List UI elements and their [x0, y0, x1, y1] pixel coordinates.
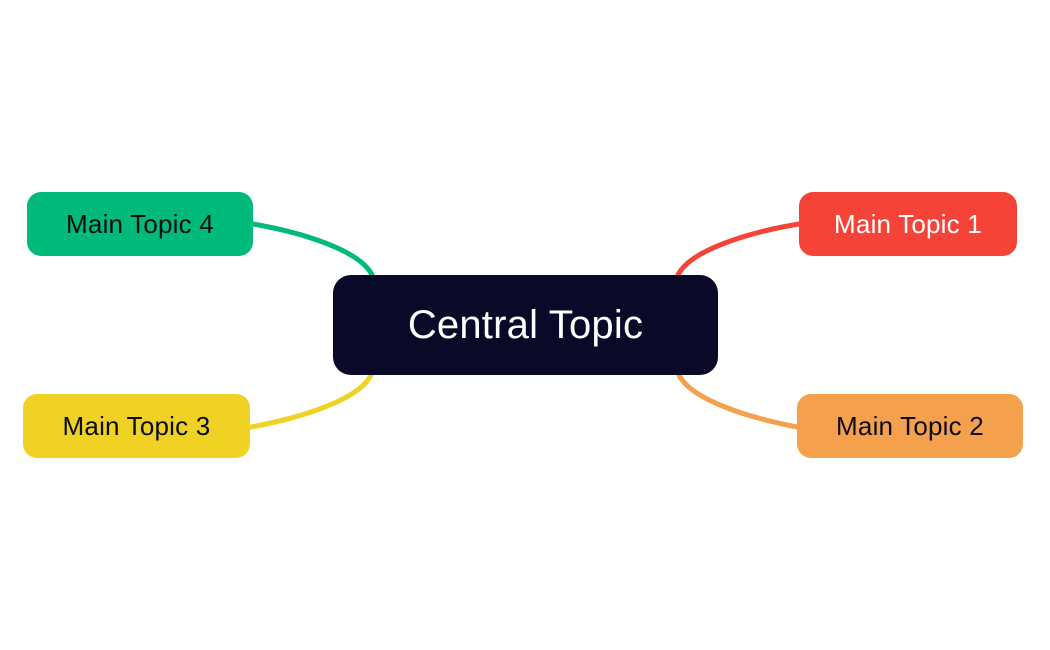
main-topic-3-label: Main Topic 3 — [62, 410, 211, 441]
main-topic-1-node[interactable]: Main Topic 1 — [799, 192, 1017, 256]
central-topic-label: Central Topic — [407, 302, 644, 347]
connector-main-topic-2 — [676, 372, 800, 430]
main-topic-1-label: Main Topic 1 — [834, 208, 982, 239]
main-topic-3-node[interactable]: Main Topic 3 — [23, 394, 250, 458]
connector-main-topic-3 — [248, 372, 374, 430]
connector-main-topic-1 — [675, 221, 802, 278]
main-topic-2-label: Main Topic 2 — [836, 410, 984, 441]
main-topic-2-node[interactable]: Main Topic 2 — [797, 394, 1023, 458]
connector-main-topic-4 — [250, 221, 375, 278]
main-topic-4-node[interactable]: Main Topic 4 — [27, 192, 253, 256]
central-topic-node[interactable]: Central Topic — [333, 275, 718, 375]
main-topic-4-label: Main Topic 4 — [66, 208, 214, 239]
